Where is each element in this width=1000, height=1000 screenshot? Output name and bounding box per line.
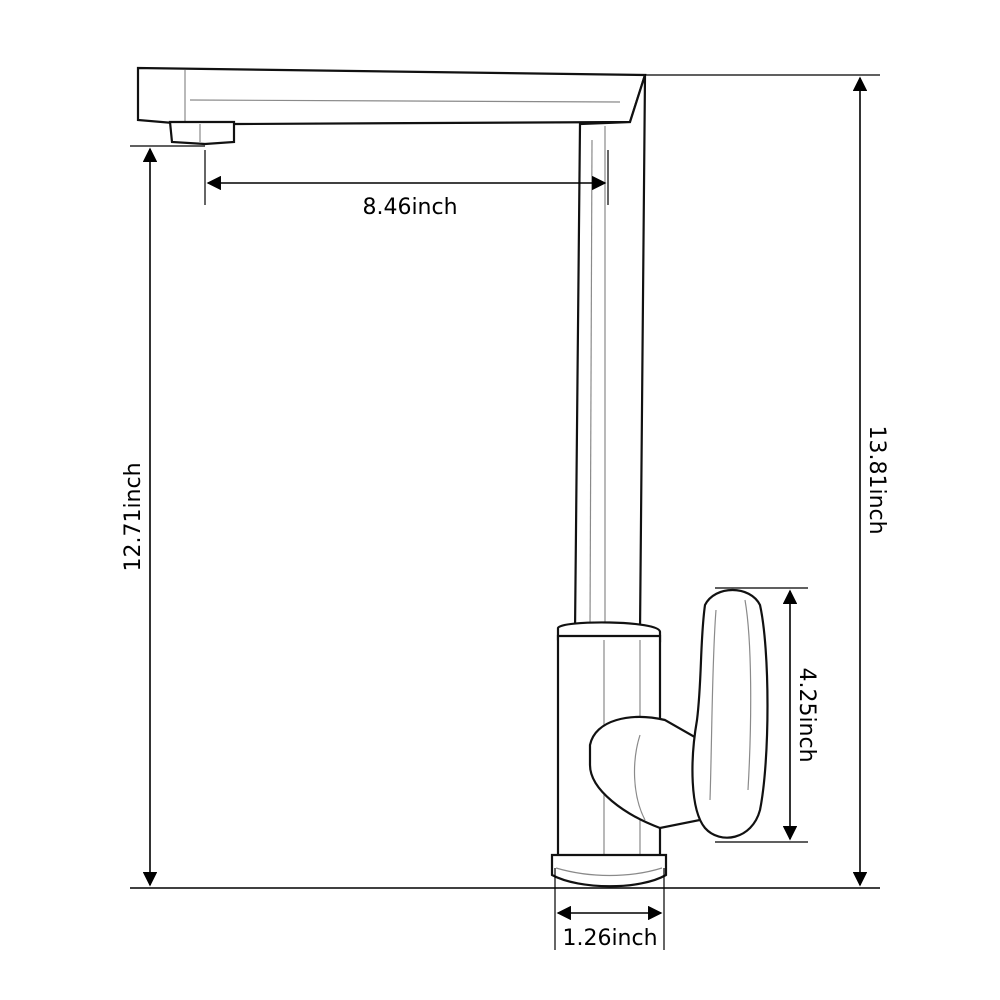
faucet-aerator: [168, 120, 236, 146]
faucet-illustration: [136, 66, 769, 888]
total-height-label: 13.81inch: [864, 425, 889, 534]
dimension-handle-height: 4.25inch: [715, 587, 819, 843]
faucet-neck: [573, 74, 647, 634]
dimension-spout-height: 12.71inch: [121, 145, 205, 887]
spout-reach-label: 8.46inch: [362, 195, 457, 220]
dimension-base-width: 1.26inch: [554, 868, 665, 951]
faucet-handle-hub: [588, 716, 702, 830]
handle-height-label: 4.25inch: [794, 667, 819, 762]
base-width-label: 1.26inch: [562, 926, 657, 951]
faucet-lever-handle: [691, 589, 769, 839]
faucet-spout: [136, 66, 647, 126]
dimension-total-height: 13.81inch: [645, 74, 889, 887]
faucet-base: [550, 853, 668, 888]
spout-height-label: 12.71inch: [121, 462, 146, 571]
dimension-spout-reach: 8.46inch: [204, 150, 609, 220]
